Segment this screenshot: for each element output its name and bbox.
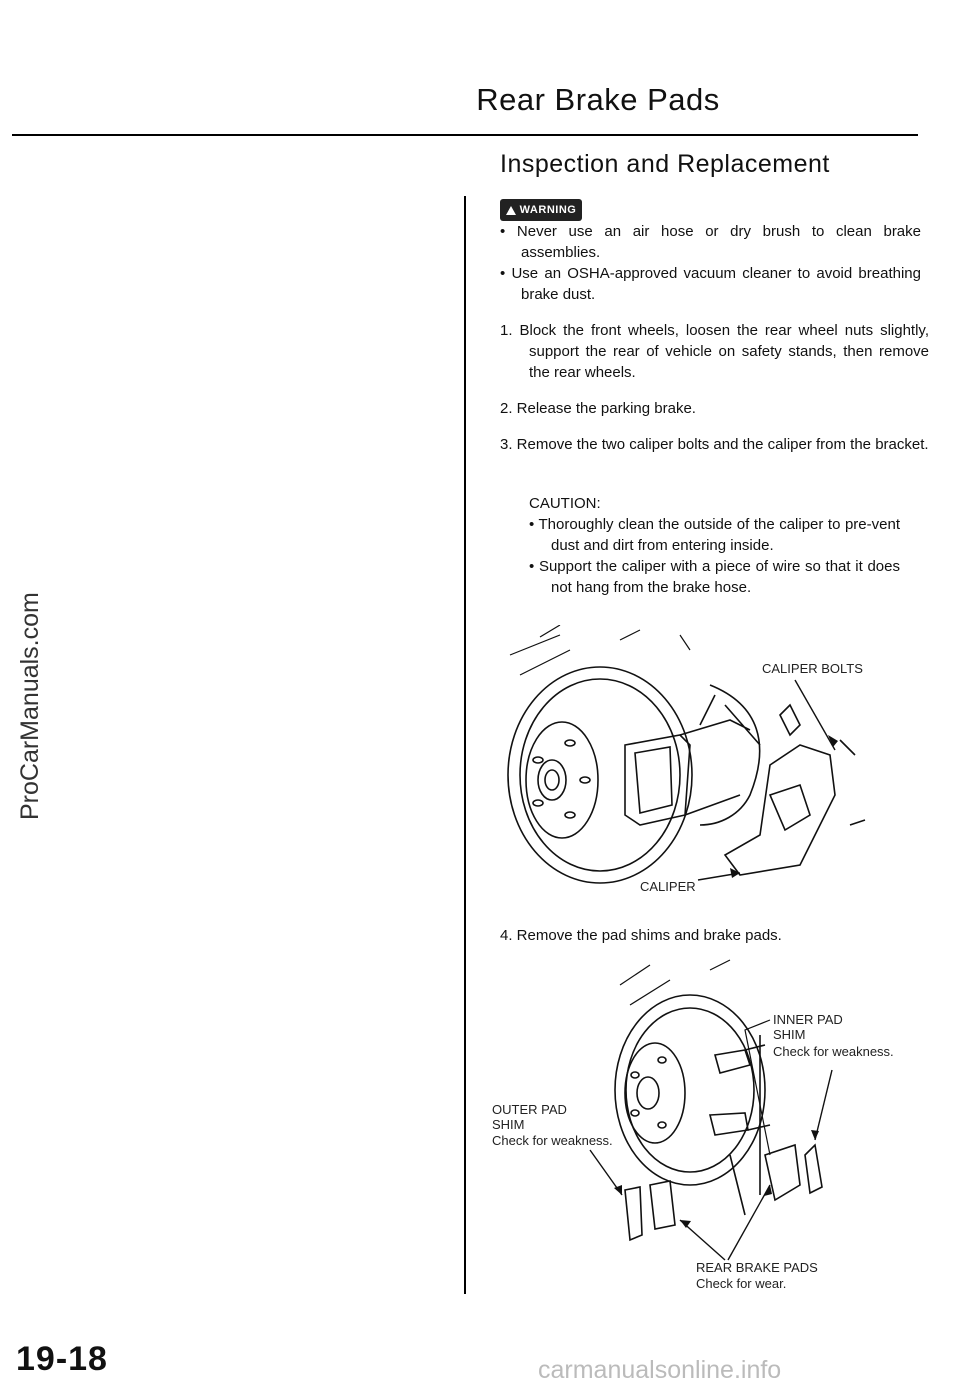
warning-triangle-icon <box>505 205 516 215</box>
figure2-leader-lines <box>589 1069 833 1261</box>
section-subtitle: Inspection and Replacement <box>500 150 830 178</box>
outer-shim-label: SHIM <box>492 1117 525 1132</box>
caution-block: CAUTION: • Thoroughly clean the outside … <box>529 493 900 598</box>
caution-heading: CAUTION: <box>529 495 601 512</box>
warning-badge: WARNING <box>500 199 582 221</box>
outer-pad-label: OUTER PAD <box>492 1102 567 1117</box>
caution-item-1: • Thoroughly clean the outside of the ca… <box>529 516 900 554</box>
brake-pad-illustration <box>614 959 823 1242</box>
footer-watermark: carmanualsonline.info <box>538 1356 782 1384</box>
caution-item-2: • Support the caliper with a piece of wi… <box>529 558 900 596</box>
warning-badge-label: WARNING <box>519 204 577 216</box>
caliper-label: CALIPER <box>640 879 696 894</box>
step-2: 2. Release the parking brake. <box>500 400 696 417</box>
inner-shim-label: SHIM <box>773 1027 806 1042</box>
column-divider <box>464 196 466 1294</box>
caliper-bolts-label: CALIPER BOLTS <box>762 661 863 676</box>
step-4: 4. Remove the pad shims and brake pads. <box>500 927 782 944</box>
step-1: 1. Block the front wheels, loosen the re… <box>500 322 929 381</box>
rear-pads-label: REAR BRAKE PADS <box>696 1260 818 1275</box>
page-number: 19-18 <box>16 1340 108 1378</box>
title-rule <box>12 134 918 136</box>
warning-item-1: • Never use an air hose or dry brush to … <box>500 223 921 261</box>
page-title: Rear Brake Pads <box>476 82 720 117</box>
inner-pad-label: INNER PAD <box>773 1012 843 1027</box>
watermark-text: ProCarManuals.com <box>16 592 44 820</box>
outer-check-label: Check for weakness. <box>492 1133 613 1148</box>
inner-check-label: Check for weakness. <box>773 1044 894 1059</box>
caliper-removal-illustration <box>507 625 866 884</box>
step-3: 3. Remove the two caliper bolts and the … <box>500 436 929 453</box>
rear-check-label: Check for wear. <box>696 1276 787 1291</box>
warning-item-2: • Use an OSHA-approved vacuum cleaner to… <box>500 265 921 303</box>
